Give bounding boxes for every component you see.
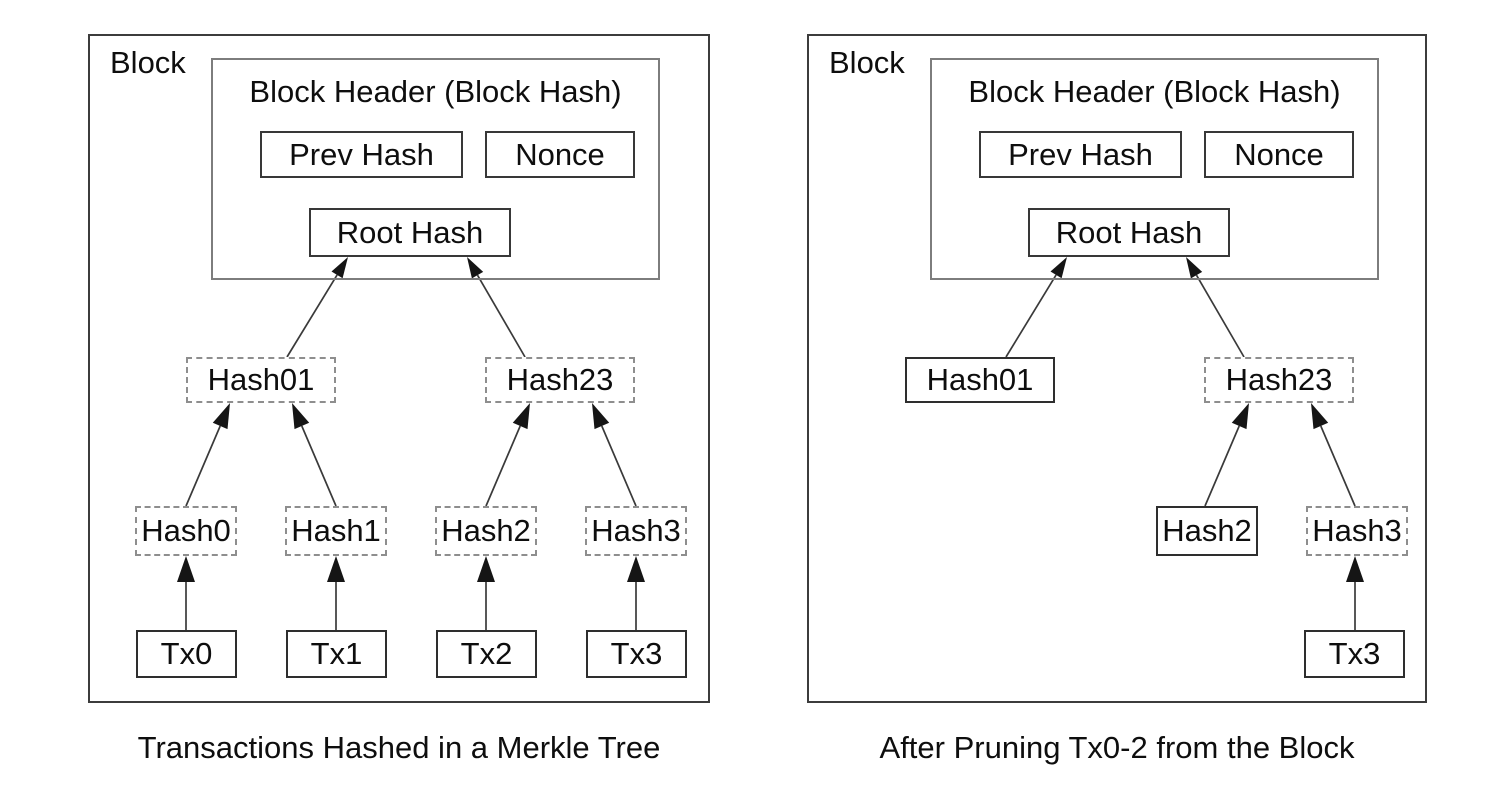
- prev-hash-box: Prev Hash: [979, 131, 1182, 178]
- node-tx3: Tx3: [586, 630, 687, 678]
- node-hash1: Hash1: [285, 506, 387, 556]
- node-tx2: Tx2: [436, 630, 537, 678]
- block-outline: [88, 34, 710, 703]
- node-tx0: Tx0: [136, 630, 237, 678]
- node-hash2: Hash2: [1156, 506, 1258, 556]
- node-hash23: Hash23: [1204, 357, 1354, 403]
- nonce-box: Nonce: [1204, 131, 1354, 178]
- caption-pruned-block: After Pruning Tx0-2 from the Block: [879, 730, 1355, 765]
- node-hash3: Hash3: [585, 506, 687, 556]
- node-hash3: Hash3: [1306, 506, 1408, 556]
- block-header-title: Block Header (Block Hash): [249, 74, 622, 109]
- nonce-box: Nonce: [485, 131, 635, 178]
- block-header-title: Block Header (Block Hash): [968, 74, 1341, 109]
- node-hash2: Hash2: [435, 506, 537, 556]
- prev-hash-box: Prev Hash: [260, 131, 463, 178]
- root-hash-box: Root Hash: [1028, 208, 1230, 257]
- block-label: Block: [829, 45, 905, 80]
- caption-merkle-tree: Transactions Hashed in a Merkle Tree: [137, 730, 661, 765]
- block-header-box: Block Header (Block Hash): [211, 58, 660, 280]
- node-tx1: Tx1: [286, 630, 387, 678]
- block-header-box: Block Header (Block Hash): [930, 58, 1379, 280]
- node-hash0: Hash0: [135, 506, 237, 556]
- node-hash01: Hash01: [905, 357, 1055, 403]
- block-outline: [807, 34, 1427, 703]
- block-label: Block: [110, 45, 186, 80]
- root-hash-box: Root Hash: [309, 208, 511, 257]
- node-tx3: Tx3: [1304, 630, 1405, 678]
- node-hash01: Hash01: [186, 357, 336, 403]
- node-hash23: Hash23: [485, 357, 635, 403]
